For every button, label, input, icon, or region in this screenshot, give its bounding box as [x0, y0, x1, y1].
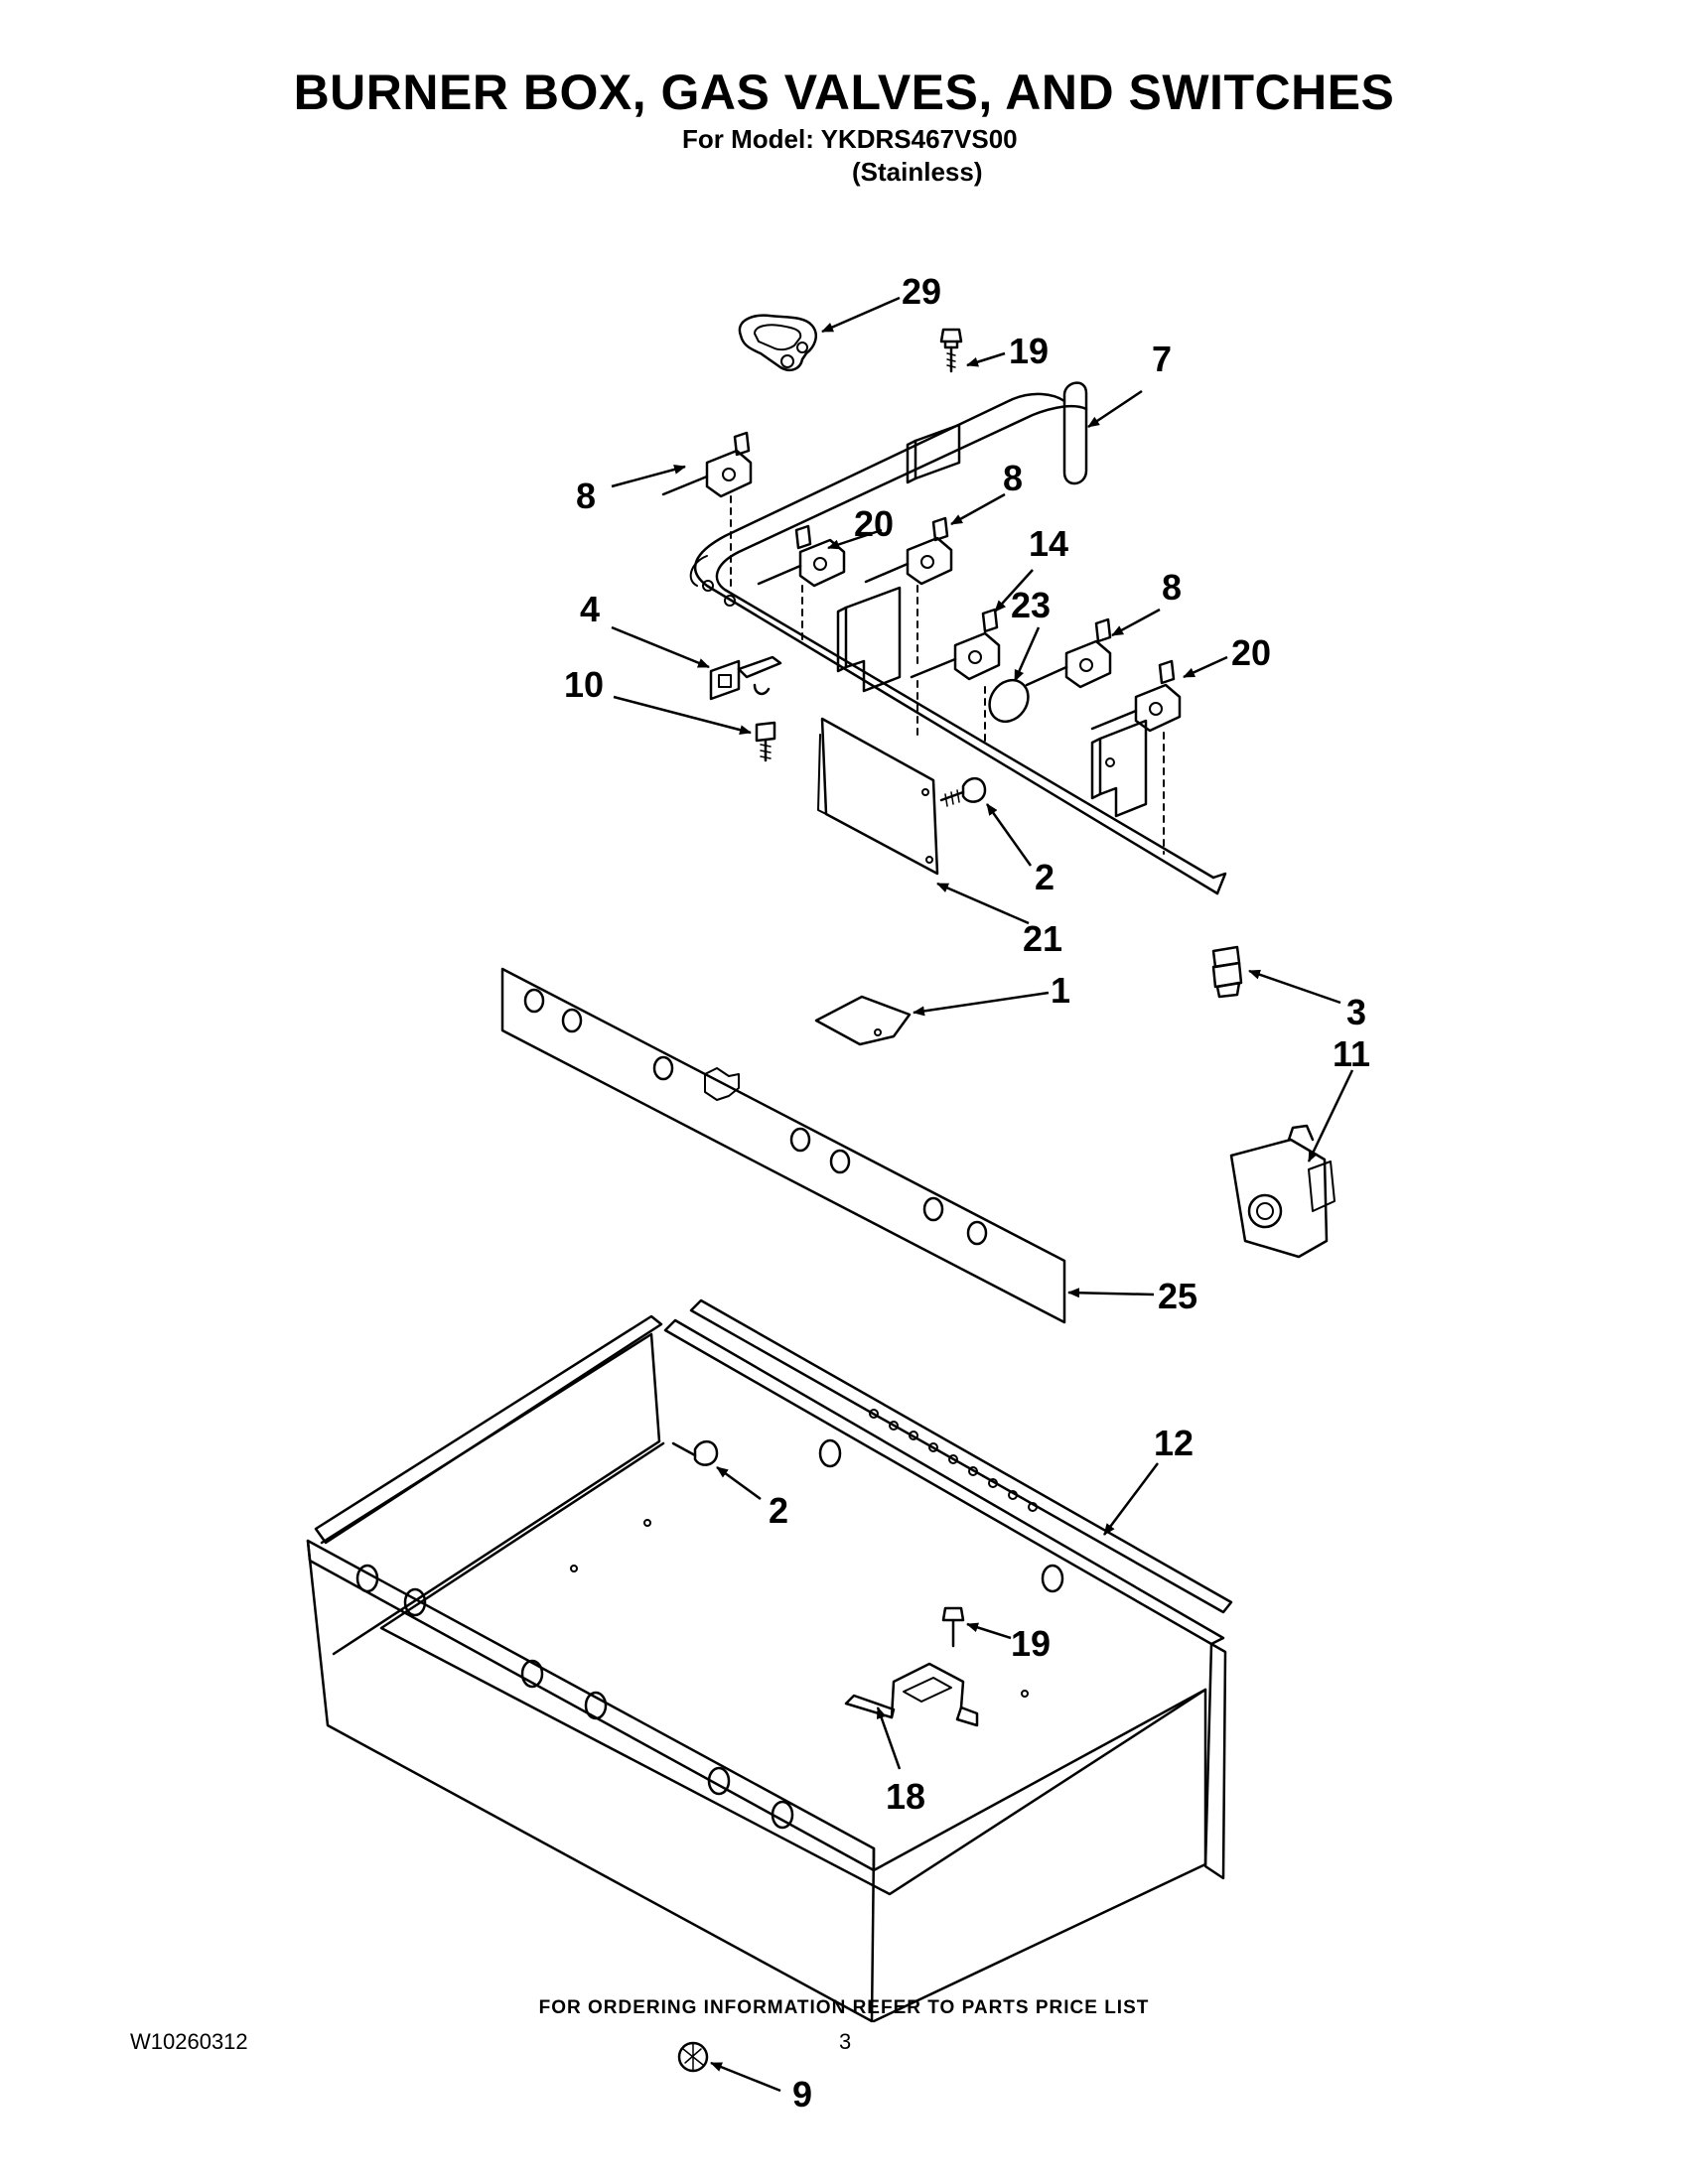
- part-2-screw-bottom: [671, 1440, 719, 1466]
- model-number: For Model: YKDRS467VS00: [682, 124, 1018, 154]
- part-18-bracket: [844, 1662, 979, 1727]
- part-7-manifold-pipe: [689, 381, 1227, 895]
- callout-10: 10: [564, 664, 604, 705]
- valve-bracket-left: [836, 586, 902, 693]
- callout-19-bottom: 19: [1011, 1623, 1051, 1664]
- callout-8-right: 8: [1162, 567, 1182, 608]
- part-9-grommet: [677, 2041, 709, 2073]
- part-12-burner-box: [306, 1298, 1233, 2023]
- part-23-disc: [988, 678, 1030, 724]
- callout-14: 14: [1029, 523, 1068, 564]
- part-14-gas-valve: [910, 608, 1001, 738]
- part-21-cover-plate: [817, 717, 939, 876]
- part-8-gas-valve-left: [661, 431, 753, 593]
- callout-4: 4: [580, 589, 600, 629]
- part-19-screw-bottom: [941, 1606, 965, 1648]
- part-20-gas-valve-right: [1090, 659, 1182, 855]
- callout-18: 18: [886, 1776, 925, 1817]
- ordering-note: FOR ORDERING INFORMATION REFER TO PARTS …: [538, 1997, 1150, 2018]
- valve-bracket-right: [1090, 719, 1148, 818]
- page-number: 3: [839, 2029, 852, 2054]
- part-3-fitting: [1211, 945, 1243, 999]
- callout-8-left: 8: [576, 476, 596, 516]
- callout-11: 11: [1333, 1033, 1370, 1074]
- part-19-screw: [939, 328, 963, 373]
- part-10-screw: [755, 721, 776, 762]
- part-8-gas-valve-right: [984, 617, 1112, 748]
- callout-1: 1: [1051, 970, 1070, 1011]
- callout-23: 23: [1011, 585, 1051, 625]
- callout-2-bottom: 2: [769, 1490, 788, 1531]
- callout-19-top: 19: [1009, 331, 1049, 371]
- callout-7: 7: [1152, 339, 1172, 379]
- part-25-control-strip: [500, 967, 1066, 1324]
- callout-3: 3: [1346, 992, 1366, 1032]
- callout-12: 12: [1154, 1423, 1194, 1463]
- callout-29: 29: [902, 271, 941, 312]
- callout-2-top: 2: [1035, 857, 1055, 897]
- callout-20-right: 20: [1231, 632, 1271, 673]
- callout-21: 21: [1023, 918, 1062, 959]
- model-finish: (Stainless): [852, 157, 983, 187]
- part-11-regulator: [1229, 1124, 1336, 1259]
- callout-8-center: 8: [1003, 458, 1023, 498]
- part-4-switch: [709, 655, 782, 701]
- part-8-gas-valve-center: [864, 516, 953, 664]
- part-2-screw: [939, 777, 987, 807]
- callout-20-left: 20: [854, 503, 894, 544]
- part-1-plate: [814, 995, 912, 1046]
- page-title: BURNER BOX, GAS VALVES, AND SWITCHES: [293, 65, 1395, 120]
- part-20-gas-valve: [757, 524, 846, 646]
- callout-9: 9: [792, 2074, 812, 2115]
- callout-25: 25: [1158, 1276, 1197, 1316]
- document-number: W10260312: [130, 2029, 248, 2054]
- part-29-gasket: [738, 314, 817, 371]
